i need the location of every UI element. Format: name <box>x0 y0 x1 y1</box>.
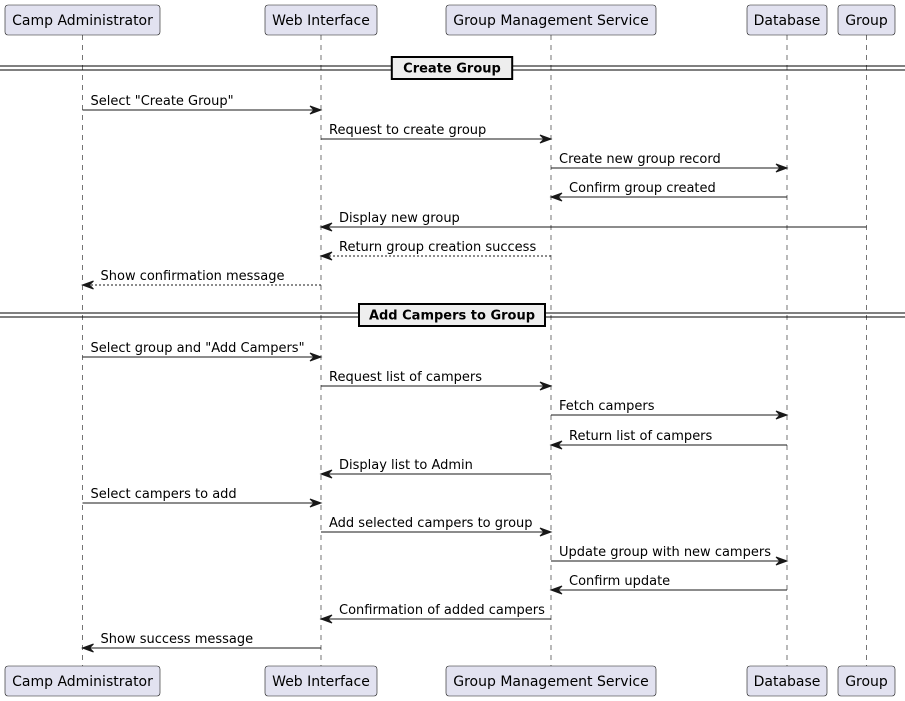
message-display-list-to-admin: Display list to Admin <box>319 458 551 479</box>
participant-label: Group <box>845 674 888 690</box>
participant-group-management-service-top: Group Management Service <box>445 4 657 36</box>
message-add-selected-campers-to-group: Add selected campers to group <box>321 516 553 537</box>
participant-label: Database <box>754 13 821 29</box>
arrowhead-icon <box>309 352 323 362</box>
arrowhead-icon <box>319 469 333 479</box>
arrowhead-icon <box>775 163 789 173</box>
participant-group-bottom: Group <box>837 665 896 697</box>
message-label: Fetch campers <box>559 399 655 414</box>
message-fetch-campers: Fetch campers <box>551 399 789 420</box>
message-label: Display list to Admin <box>339 458 473 473</box>
message-label: Select group and "Add Campers" <box>91 341 305 356</box>
message-show-success-message: Show success message <box>81 632 321 653</box>
participant-label: Web Interface <box>272 674 370 690</box>
participant-label: Web Interface <box>272 13 370 29</box>
message-label: Select "Create Group" <box>91 94 234 109</box>
participant-box <box>4 4 161 36</box>
participant-camp-administrator-bottom: Camp Administrator <box>4 665 161 697</box>
arrowhead-icon <box>81 643 94 653</box>
divider-label: Add Campers to Group <box>369 309 535 324</box>
message-label: Add selected campers to group <box>329 516 533 531</box>
message-request-list-of-campers: Request list of campers <box>321 370 553 391</box>
arrowhead-icon <box>549 192 563 202</box>
message-label: Show success message <box>101 632 254 647</box>
message-select-create-group: Select "Create Group" <box>82 94 323 115</box>
participant-web-interface-bottom: Web Interface <box>264 665 378 697</box>
participant-box <box>746 4 828 36</box>
message-label: Request list of campers <box>329 370 482 385</box>
message-select-campers-to-add: Select campers to add <box>82 487 323 508</box>
divider-label-box <box>390 56 514 80</box>
arrowhead-icon <box>309 105 323 115</box>
participant-label: Group Management Service <box>453 674 649 690</box>
participant-camp-administrator-top: Camp Administrator <box>4 4 161 36</box>
message-show-confirmation-message: Show confirmation message <box>81 269 321 290</box>
message-update-group-with-new-campers: Update group with new campers <box>551 545 789 566</box>
participant-database-top: Database <box>746 4 828 36</box>
participant-box <box>264 665 378 697</box>
participant-web-interface-top: Web Interface <box>264 4 378 36</box>
arrowhead-icon <box>539 134 553 144</box>
participant-box <box>264 4 378 36</box>
participant-box <box>4 665 161 697</box>
arrowhead-icon <box>319 614 333 624</box>
message-label: Return group creation success <box>339 240 536 255</box>
participant-box <box>837 665 896 697</box>
divider-label-box <box>358 303 546 327</box>
message-create-new-group-record: Create new group record <box>551 152 789 173</box>
participant-label: Group <box>845 13 888 29</box>
messages: Select "Create Group" Request to create g… <box>81 94 867 653</box>
message-label: Confirm group created <box>569 181 716 196</box>
participant-box <box>445 4 657 36</box>
arrowhead-icon <box>549 585 563 595</box>
participant-box <box>837 4 896 36</box>
participant-group-management-service-bottom: Group Management Service <box>445 665 657 697</box>
arrowhead-icon <box>319 222 333 232</box>
participants-bottom: Camp Administrator Web Interface Group Man… <box>4 665 896 697</box>
message-label: Create new group record <box>559 152 721 167</box>
message-display-new-group: Display new group <box>319 211 867 232</box>
participant-group-top: Group <box>837 4 896 36</box>
message-confirm-group-created: Confirm group created <box>549 181 787 202</box>
divider-label: Create Group <box>403 62 501 77</box>
arrowhead-icon <box>549 440 563 450</box>
group-divider-add-campers-to-group: Add Campers to Group <box>0 303 905 327</box>
participants-top: Camp Administrator Web Interface Group Man… <box>4 4 896 36</box>
message-label: Confirmation of added campers <box>339 603 545 618</box>
message-label: Select campers to add <box>91 487 237 502</box>
message-select-group-and-add-campers: Select group and "Add Campers" <box>82 341 323 362</box>
message-return-list-of-campers: Return list of campers <box>549 429 787 450</box>
arrowhead-icon <box>775 556 789 566</box>
participant-label: Camp Administrator <box>12 674 153 690</box>
group-divider-create-group: Create Group <box>0 56 905 80</box>
message-label: Return list of campers <box>569 429 713 444</box>
arrowhead-icon <box>539 527 553 537</box>
participant-label: Camp Administrator <box>12 13 153 29</box>
message-confirm-update: Confirm update <box>549 574 787 595</box>
arrowhead-icon <box>539 381 553 391</box>
message-label: Update group with new campers <box>559 545 771 560</box>
message-label: Request to create group <box>329 123 486 138</box>
arrowhead-icon <box>81 280 94 290</box>
message-request-to-create-group: Request to create group <box>321 123 553 144</box>
participant-box <box>445 665 657 697</box>
participant-database-bottom: Database <box>746 665 828 697</box>
message-label: Confirm update <box>569 574 670 589</box>
participant-label: Database <box>754 674 821 690</box>
participant-label: Group Management Service <box>453 13 649 29</box>
message-return-group-creation-success: Return group creation success <box>319 240 551 261</box>
message-label: Display new group <box>339 211 460 226</box>
arrowhead-icon <box>775 410 789 420</box>
arrowhead-icon <box>319 251 333 261</box>
message-label: Show confirmation message <box>101 269 285 284</box>
message-confirmation-of-added-campers: Confirmation of added campers <box>319 603 551 624</box>
participant-box <box>746 665 828 697</box>
arrowhead-icon <box>309 498 323 508</box>
